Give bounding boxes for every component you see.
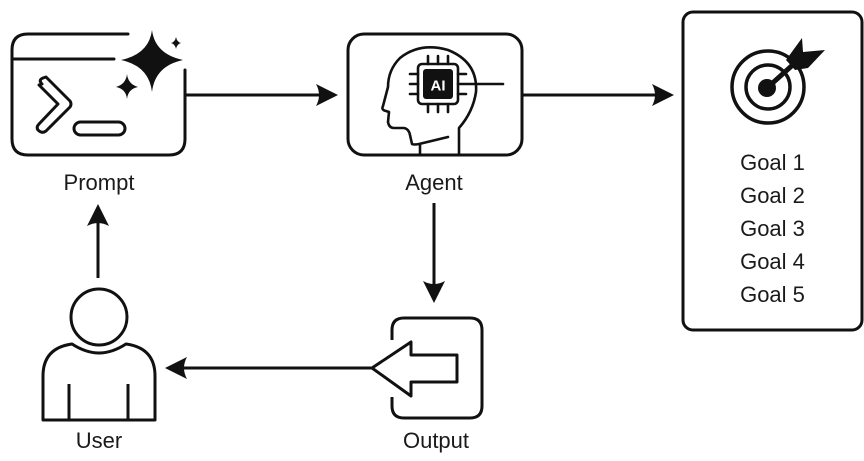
output-node[interactable] [370,316,484,420]
goal-item: Goal 2 [740,183,805,208]
user-label: User [75,428,123,453]
target-dart-icon [730,38,825,125]
goals-list: Goal 1 Goal 2 Goal 3 Goal 4 Goal 5 [683,146,862,311]
arrowhead-prompt-to-agent [316,84,338,106]
goal-item: Goal 3 [740,216,805,241]
agent-node[interactable]: AI [346,32,524,157]
output-arrow-icon [370,316,484,420]
goal-item: Goal 1 [740,150,805,175]
edges [87,84,674,379]
sparkle-icon [116,30,183,99]
arrowhead-user-to-prompt [87,204,109,226]
prompt-label: Prompt [63,170,135,195]
user-node[interactable] [41,287,157,422]
terminal-sparkle-icon [10,32,187,157]
goal-item: Goal 4 [740,249,805,274]
arrowhead-agent-to-goals [652,84,674,106]
arrowhead-agent-to-output [423,281,445,303]
goals-node[interactable] [681,10,864,332]
ai-chip-core [423,69,453,99]
prompt-node[interactable] [10,30,187,157]
agent-label: Agent [405,170,463,195]
ai-head-icon [381,46,505,156]
goal-item: Goal 5 [740,282,805,307]
output-label: Output [402,428,470,453]
user-icon [41,287,157,422]
goals-box [681,10,864,332]
ai-chip-text: AI [431,78,446,95]
arrowhead-output-to-user [165,357,187,379]
